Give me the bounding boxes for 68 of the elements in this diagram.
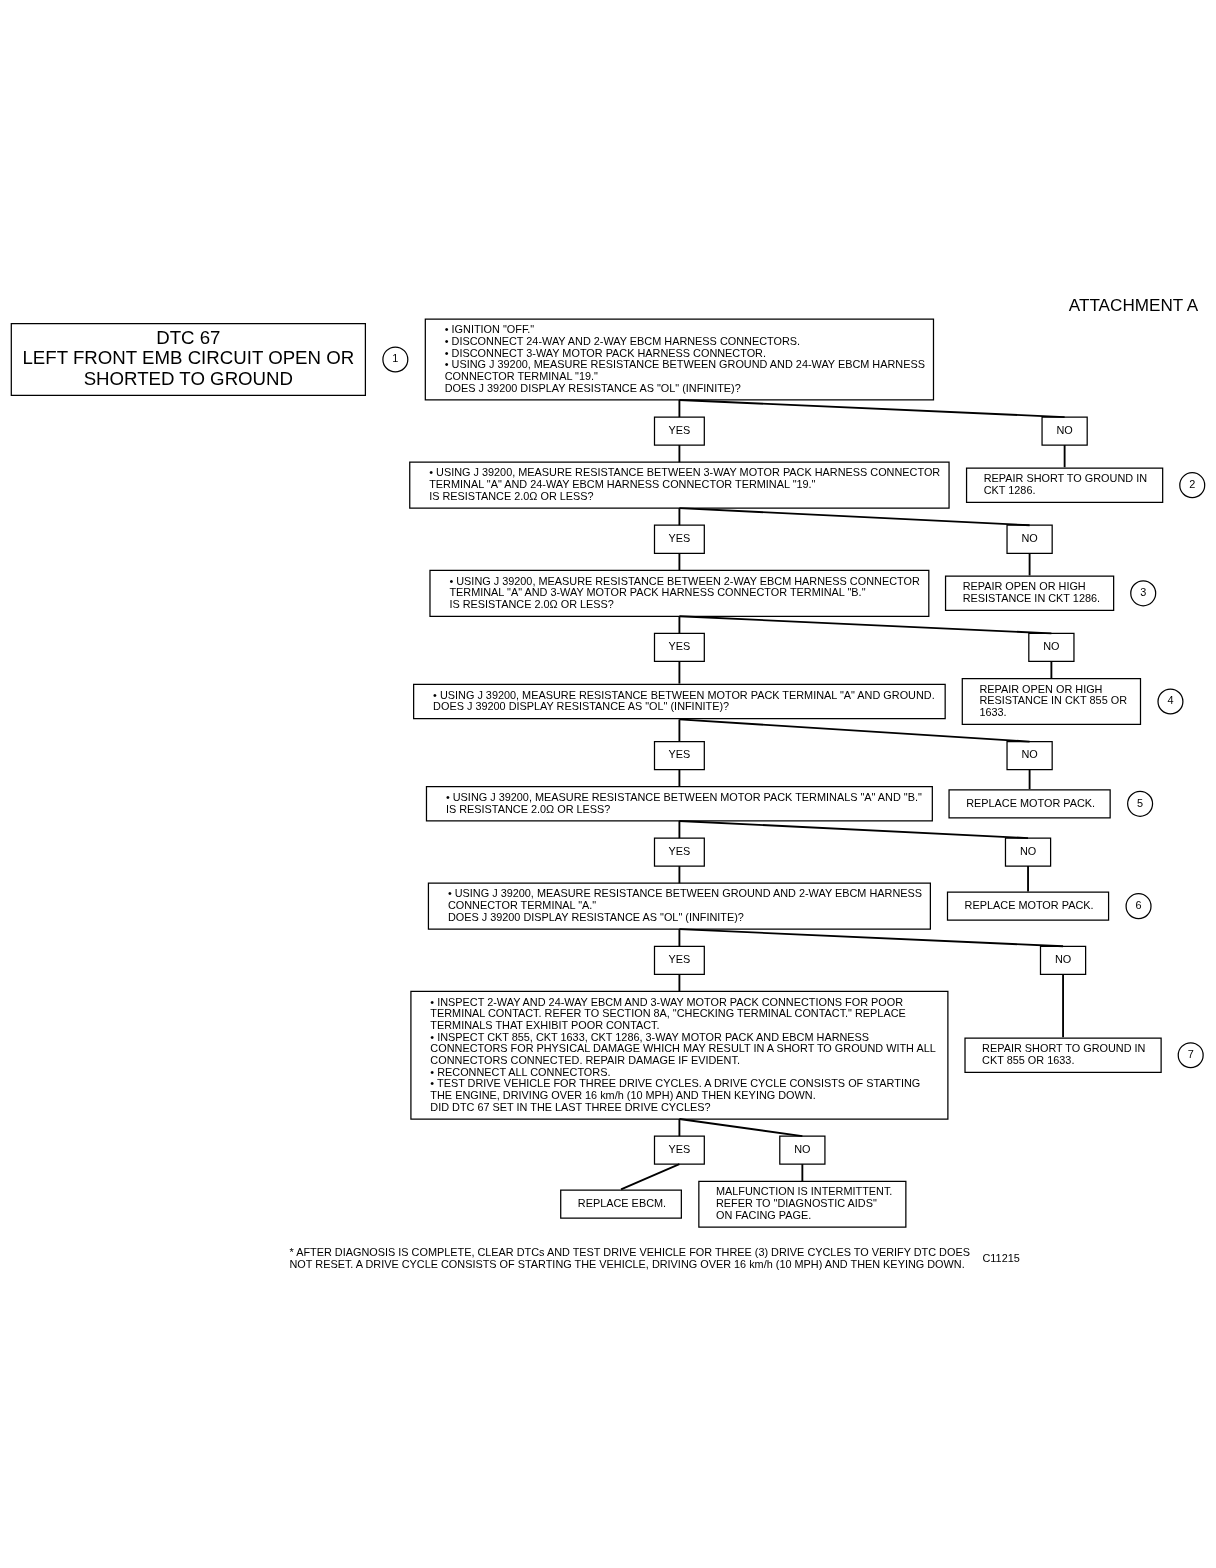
connector	[678, 718, 1031, 743]
connector	[678, 444, 681, 464]
node-box: MALFUNCTION IS INTERMITTENT. REFER TO "DIAGNOSTIC AIDS" ON FACING PAGE.	[698, 1180, 907, 1228]
node-circle: 4	[1157, 688, 1184, 715]
connector	[678, 399, 1066, 418]
connector	[1050, 660, 1053, 680]
connector	[1062, 973, 1064, 1039]
connector	[678, 768, 681, 788]
connector	[678, 552, 681, 572]
node-box: NO	[1041, 416, 1088, 446]
node-box: NO	[1039, 945, 1087, 975]
connector	[678, 820, 1029, 840]
node-box: YES	[653, 416, 705, 446]
connector	[678, 1118, 804, 1138]
connector	[1028, 552, 1031, 577]
node-box: REPLACE MOTOR PACK.	[946, 891, 1110, 921]
label: C11215	[982, 1251, 1020, 1264]
connector	[678, 928, 681, 948]
connector	[678, 973, 681, 993]
connector	[678, 718, 681, 743]
node-box: NO	[1006, 524, 1053, 554]
node-box: REPAIR SHORT TO GROUND IN CKT 1286.	[965, 467, 1164, 503]
node-box: NO	[1006, 740, 1053, 771]
connector	[1063, 444, 1066, 469]
connector	[620, 1163, 681, 1191]
diagram-title: ATTACHMENT A	[1068, 295, 1199, 315]
node-box: • USING J 39200, MEASURE RESISTANCE BETWEEN 2-WAY EBCM HARNESS CONNECTOR TERMINAL "A" AND 3-WAY MOTOR PACK HARNESS CONNECTOR TERMINAL "B." IS RESISTANCE 2.0Ω OR LESS?	[429, 569, 930, 617]
connector	[678, 507, 1031, 527]
node-box: NO	[1028, 632, 1075, 663]
node-box: YES	[653, 524, 705, 554]
connector	[678, 615, 681, 635]
node-box: • INSPECT 2-WAY AND 24-WAY EBCM AND 3-WAY MOTOR PACK CONNECTIONS FOR POOR TERMINAL CONTACT. REFER TO SECTION 8A, "CHECKING TERMINAL CONTACT." REPLACE TERMINALS THAT EXHIBIT POOR CONTACT. • INSPECT CKT 855, CKT 1633, CKT 1286, 3-WAY MOTOR PACK AND EBCM HARNESS CONNECTORS FOR PHYSICAL DAMAGE WHICH MAY RESULT IN A SHORT TO GROUND WITH ALL CONNECTORS CONNECTED. REPAIR DAMAGE IF EVIDENT. • RECONNECT ALL CONNECTORS. • TEST DRIVE VEHICLE FOR THREE DRIVE CYCLES. A DRIVE CYCLE CONSISTS OF STARTING THE ENGINE, DRIVING OVER 16 km/h (10 MPH) AND THEN KEYING DOWN. DID DTC 67 SET IN THE LAST THREE DRIVE CYCLES?	[410, 990, 949, 1120]
node-box: REPLACE EBCM.	[560, 1189, 682, 1219]
node-circle: 1	[382, 346, 409, 373]
node-box: DTC 67 LEFT FRONT EMB CIRCUIT OPEN OR SHORTED TO GROUND	[10, 323, 366, 396]
connector	[678, 820, 681, 840]
node-box: REPAIR OPEN OR HIGH RESISTANCE IN CKT 855 OR 1633.	[961, 677, 1142, 726]
connector	[678, 865, 681, 885]
node-circle: 5	[1127, 790, 1154, 817]
connector	[678, 660, 681, 685]
connector	[1027, 865, 1029, 893]
connector	[678, 615, 1053, 635]
node-circle: 2	[1179, 472, 1206, 499]
node-box: YES	[653, 1135, 705, 1165]
connector	[678, 928, 1064, 948]
connector	[678, 399, 681, 418]
node-box: REPLACE MOTOR PACK.	[948, 789, 1111, 819]
node-box: • USING J 39200, MEASURE RESISTANCE BETWEEN 3-WAY MOTOR PACK HARNESS CONNECTOR TERMINAL "A" AND 24-WAY EBCM HARNESS CONNECTOR TERMINAL "19." IS RESISTANCE 2.0Ω OR LESS?	[409, 461, 950, 509]
connector	[678, 1118, 681, 1138]
node-box: YES	[653, 632, 705, 663]
node-box: • IGNITION "OFF." • DISCONNECT 24-WAY AND 2-WAY EBCM HARNESS CONNECTORS. • DISCONNECT 3-WAY MOTOR PACK HARNESS CONNECTOR. • USING J 39200, MEASURE RESISTANCE BETWEEN GROUND AND 24-WAY EBCM HARNESS CONNECTOR TERMINAL "19." DOES J 39200 DISPLAY RESISTANCE AS "OL" (INFINITE)?	[424, 318, 935, 401]
node-box: NO	[1004, 837, 1052, 867]
node-box: • USING J 39200, MEASURE RESISTANCE BETWEEN MOTOR PACK TERMINAL "A" AND GROUND. DOES J 39200 DISPLAY RESISTANCE AS "OL" (INFINITE)?	[413, 683, 946, 720]
connector	[1028, 768, 1031, 790]
node-circle: 6	[1125, 893, 1152, 920]
connector	[678, 507, 681, 527]
node-box: REPAIR OPEN OR HIGH RESISTANCE IN CKT 1286.	[944, 575, 1115, 612]
node-box: YES	[653, 837, 705, 867]
connector	[801, 1163, 804, 1183]
node-circle: 7	[1177, 1042, 1204, 1069]
node-box: YES	[653, 740, 705, 771]
node-box: YES	[653, 945, 705, 975]
node-box: NO	[779, 1135, 826, 1165]
node-box: • USING J 39200, MEASURE RESISTANCE BETWEEN GROUND AND 2-WAY EBCM HARNESS CONNECTOR TERMINAL "A." DOES J 39200 DISPLAY RESISTANCE AS "OL" (INFINITE)?	[427, 882, 931, 930]
node-circle: 3	[1130, 580, 1157, 607]
label: * AFTER DIAGNOSIS IS COMPLETE, CLEAR DTCs AND TEST DRIVE VEHICLE FOR THREE (3) DRIVE CYCLES TO VERIFY DTC DOES NOT RESET. A DRIVE CYCLE CONSISTS OF STARTING THE VEHICLE, DRIVING OVER 16 km/h (10 MPH) AND THEN KEYING DOWN.	[289, 1246, 970, 1270]
node-box: REPAIR SHORT TO GROUND IN CKT 855 OR 1633.	[964, 1037, 1162, 1073]
node-box: • USING J 39200, MEASURE RESISTANCE BETWEEN MOTOR PACK TERMINALS "A" AND "B." IS RESISTANCE 2.0Ω OR LESS?	[425, 786, 933, 822]
